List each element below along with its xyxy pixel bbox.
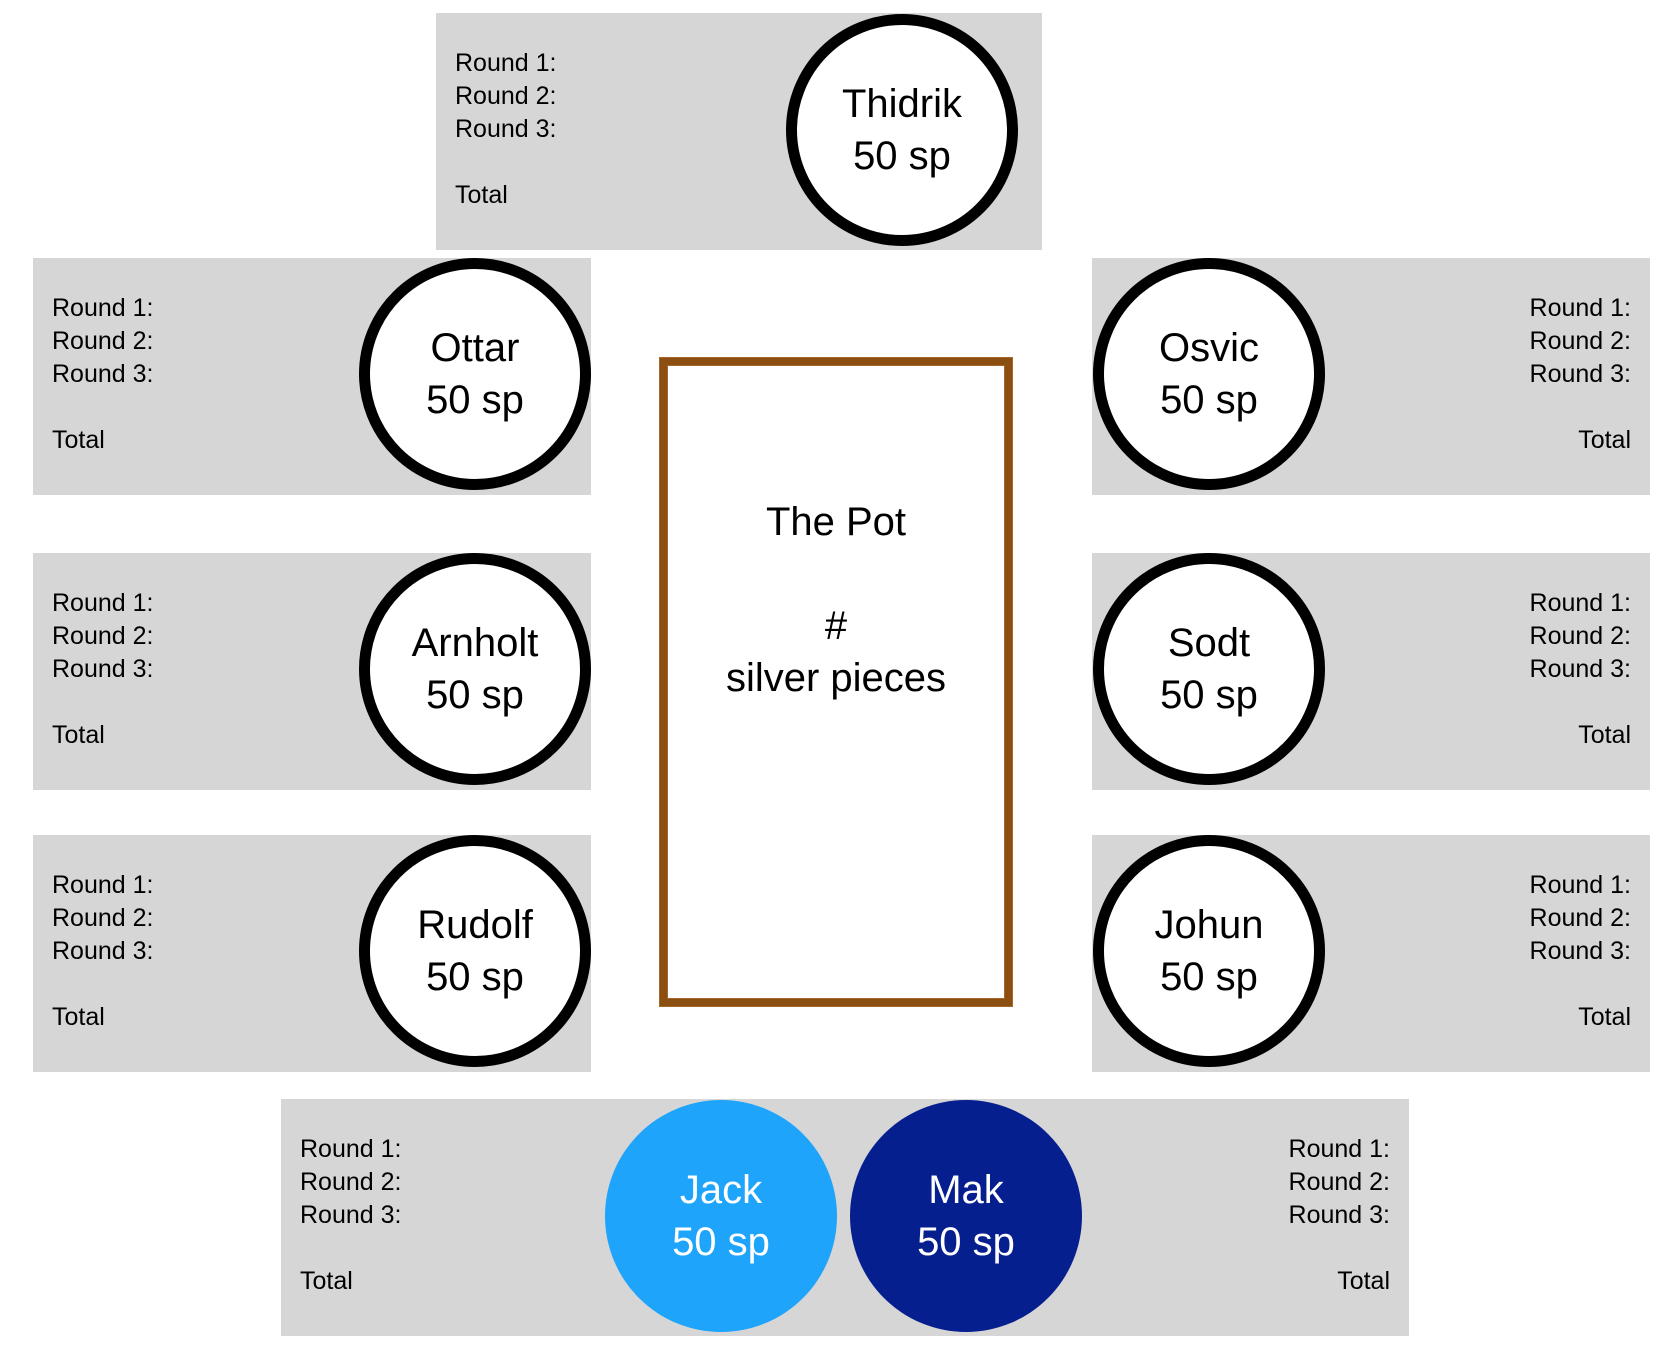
round-2-label: Round 2: bbox=[52, 904, 154, 932]
round-2-label: Round 2: bbox=[52, 327, 154, 355]
round-list: Round 1: Round 2: Round 3: Total bbox=[52, 869, 153, 1034]
player-name: Arnholt bbox=[411, 621, 539, 665]
seat-johun: Johun 50 sp bbox=[1093, 835, 1325, 1067]
round-list: Round 1: Round 2: Round 3: Total bbox=[52, 292, 153, 457]
round-3-label: Round 3: bbox=[300, 1201, 402, 1229]
round-list: Round 1: Round 2: Round 3: Total bbox=[1530, 292, 1631, 457]
round-1-label: Round 1: bbox=[455, 49, 557, 77]
round-2-label: Round 2: bbox=[1288, 1168, 1390, 1196]
player-name: Ottar bbox=[430, 326, 520, 370]
seat-sodt: Sodt 50 sp bbox=[1093, 553, 1325, 785]
player-amount: 50 sp bbox=[426, 955, 524, 999]
round-1-label: Round 1: bbox=[52, 871, 154, 899]
round-2-label: Round 2: bbox=[52, 622, 154, 650]
total-label: Total bbox=[1578, 721, 1631, 749]
round-2-label: Round 2: bbox=[300, 1168, 402, 1196]
round-3-label: Round 3: bbox=[52, 655, 154, 683]
pot-title: The Pot bbox=[765, 500, 907, 544]
round-3-label: Round 3: bbox=[1288, 1201, 1390, 1229]
total-label: Total bbox=[1578, 426, 1631, 454]
total-label: Total bbox=[52, 426, 105, 454]
seat-osvic: Osvic 50 sp bbox=[1093, 258, 1325, 490]
total-label: Total bbox=[455, 181, 508, 209]
player-amount: 50 sp bbox=[917, 1220, 1015, 1264]
round-1-label: Round 1: bbox=[300, 1135, 402, 1163]
seat-rudolf: Rudolf 50 sp bbox=[359, 835, 591, 1067]
round-list: Round 1: Round 2: Round 3: Total bbox=[300, 1133, 401, 1298]
round-2-label: Round 2: bbox=[1529, 904, 1631, 932]
player-name: Rudolf bbox=[417, 903, 533, 947]
round-3-label: Round 3: bbox=[1529, 937, 1631, 965]
round-1-label: Round 1: bbox=[1288, 1135, 1390, 1163]
round-2-label: Round 2: bbox=[1529, 327, 1631, 355]
player-name: Mak bbox=[928, 1168, 1004, 1212]
player-name: Johun bbox=[1154, 903, 1264, 947]
seat-ottar: Ottar 50 sp bbox=[359, 258, 591, 490]
pot-count: # bbox=[824, 604, 848, 648]
round-list: Round 1: Round 2: Round 3: Total bbox=[1289, 1133, 1390, 1298]
pot-box: The Pot # silver pieces bbox=[660, 358, 1012, 1006]
round-1-label: Round 1: bbox=[52, 589, 154, 617]
round-1-label: Round 1: bbox=[52, 294, 154, 322]
seat-jack: Jack 50 sp bbox=[605, 1100, 837, 1332]
player-name: Thidrik bbox=[841, 82, 963, 126]
round-list: Round 1: Round 2: Round 3: Total bbox=[1530, 869, 1631, 1034]
player-name: Sodt bbox=[1167, 621, 1251, 665]
total-label: Total bbox=[300, 1267, 353, 1295]
player-amount: 50 sp bbox=[426, 673, 524, 717]
round-1-label: Round 1: bbox=[1529, 589, 1631, 617]
total-label: Total bbox=[52, 1003, 105, 1031]
round-list: Round 1: Round 2: Round 3: Total bbox=[52, 587, 153, 752]
player-amount: 50 sp bbox=[1160, 955, 1258, 999]
total-label: Total bbox=[1578, 1003, 1631, 1031]
seat-arnholt: Arnholt 50 sp bbox=[359, 553, 591, 785]
player-amount: 50 sp bbox=[853, 134, 951, 178]
seat-thidrik: Thidrik 50 sp bbox=[786, 14, 1018, 246]
seat-mak: Mak 50 sp bbox=[850, 1100, 1082, 1332]
player-amount: 50 sp bbox=[1160, 673, 1258, 717]
total-label: Total bbox=[52, 721, 105, 749]
player-name: Osvic bbox=[1159, 326, 1259, 370]
player-amount: 50 sp bbox=[426, 378, 524, 422]
round-list: Round 1: Round 2: Round 3: Total bbox=[455, 47, 556, 212]
round-3-label: Round 3: bbox=[52, 360, 154, 388]
round-3-label: Round 3: bbox=[1529, 360, 1631, 388]
total-label: Total bbox=[1337, 1267, 1390, 1295]
round-1-label: Round 1: bbox=[1529, 294, 1631, 322]
round-3-label: Round 3: bbox=[52, 937, 154, 965]
player-name: Jack bbox=[679, 1168, 763, 1212]
round-list: Round 1: Round 2: Round 3: Total bbox=[1530, 587, 1631, 752]
round-3-label: Round 3: bbox=[1529, 655, 1631, 683]
player-amount: 50 sp bbox=[672, 1220, 770, 1264]
round-2-label: Round 2: bbox=[455, 82, 557, 110]
player-amount: 50 sp bbox=[1160, 378, 1258, 422]
round-3-label: Round 3: bbox=[455, 115, 557, 143]
pot-unit: silver pieces bbox=[725, 656, 947, 700]
round-1-label: Round 1: bbox=[1529, 871, 1631, 899]
round-2-label: Round 2: bbox=[1529, 622, 1631, 650]
